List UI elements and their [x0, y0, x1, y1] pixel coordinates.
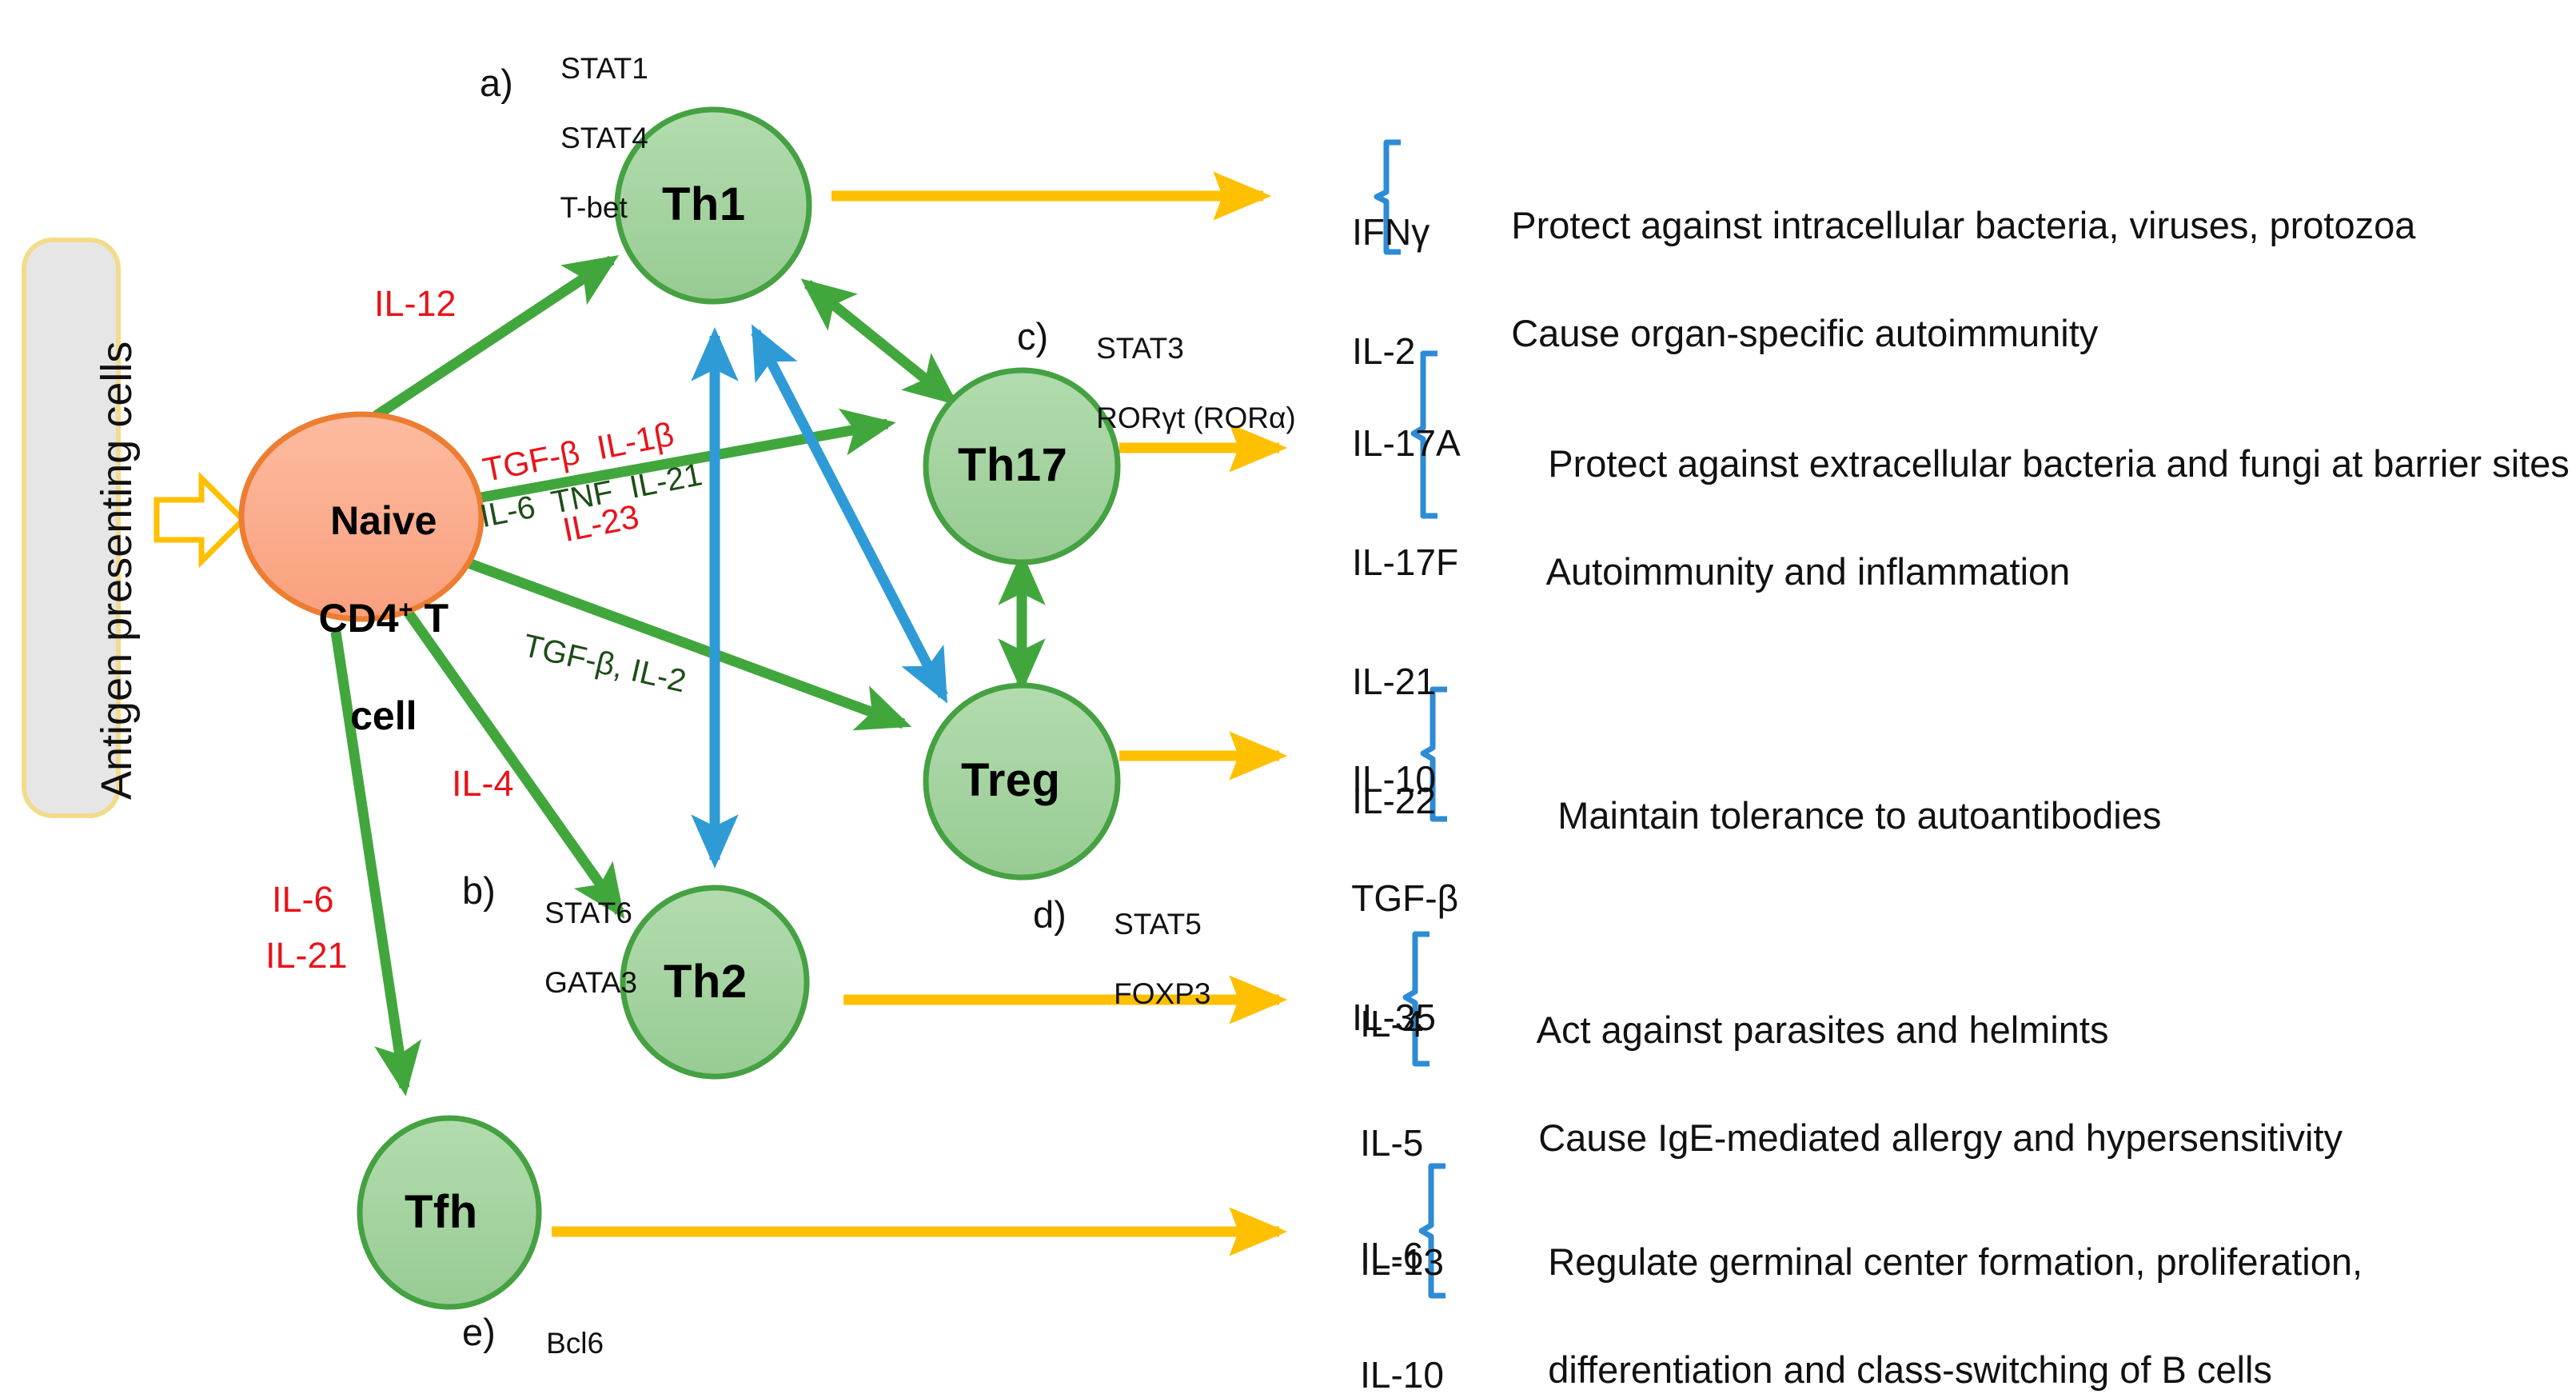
- cell-label-th17: Th17: [958, 439, 1068, 491]
- tf-tfh-1: Bcl6: [546, 1326, 604, 1360]
- cell-th1[interactable]: [614, 106, 812, 305]
- cytokine-label-tfh-il6: IL-6: [272, 879, 334, 920]
- naive-line-2: CD4+ T: [318, 595, 449, 641]
- cyto-treg-0: IL-10: [1352, 757, 1436, 800]
- desc-th2-0: Act against parasites and helmints: [1536, 1008, 2109, 1051]
- tf-th17-1: STAT3: [1096, 331, 1184, 365]
- desc-tfh-1: differentiation and class-switching of B…: [1548, 1348, 2272, 1392]
- cyto-th2-1: IL-5: [1360, 1121, 1424, 1164]
- tf-th1-1: STAT1: [560, 51, 648, 85]
- bracket-th2: [1402, 931, 1430, 1067]
- tf-marker-a: a): [480, 62, 513, 104]
- apc-to-naive-arrow: [154, 471, 247, 569]
- cell-tfh[interactable]: [357, 1115, 542, 1310]
- cell-treg[interactable]: [923, 682, 1121, 881]
- cyto-th2-0: IL-4: [1360, 1002, 1424, 1045]
- bracket-tfh: [1418, 1163, 1446, 1299]
- tf-marker-b: b): [462, 869, 496, 912]
- cyto-th2-2: IL-13: [1360, 1240, 1444, 1283]
- output-description-th2: Act against parasites and helmints Cause…: [1497, 949, 2343, 1219]
- tf-th2-2: GATA3: [544, 965, 637, 999]
- cytokine-label-il12: IL-12: [374, 283, 457, 324]
- tf-th1-2: STAT4: [560, 121, 648, 154]
- tf-treg-2: FOXP3: [1114, 977, 1211, 1010]
- cyto-th1-1: IL-2: [1352, 330, 1416, 372]
- cell-label-th1: Th1: [662, 178, 746, 230]
- cell-naive-cd4[interactable]: [238, 411, 484, 622]
- cytokine-label-il4: IL-4: [452, 763, 514, 804]
- tf-marker-c: c): [1017, 315, 1049, 357]
- tf-group-treg: STAT5 FOXP3: [1081, 872, 1210, 1046]
- apc-box: [22, 238, 121, 818]
- cyto-th17-1: IL-17F: [1352, 541, 1459, 583]
- cell-th2[interactable]: [620, 885, 810, 1080]
- output-cytokines-th17: IL-17A IL-17F IL-21 IL-22: [1311, 353, 1461, 890]
- bracket-treg: [1420, 686, 1447, 822]
- output-description-treg: Maintain tolerance to autoantibodies: [1516, 734, 2161, 897]
- tf-group-th17: STAT3 RORγt (RORα): [1063, 296, 1296, 470]
- output-cytokines-tfh: IL-6 IL-10 IL-21: [1319, 1166, 1447, 1398]
- output-cytokines-th1: IFNγ IL-2: [1311, 142, 1430, 441]
- bracket-th1: [1374, 139, 1401, 255]
- output-cytokines-treg: IL-10 TGF-β IL-35: [1311, 689, 1458, 1107]
- arrow-naive-to-th1: [373, 255, 620, 421]
- arrow-th1-th17: [800, 278, 959, 405]
- arrow-th1-treg: [751, 324, 948, 704]
- apc-label: Antigen presenting cells: [93, 341, 141, 800]
- cell-label-treg: Treg: [961, 754, 1061, 806]
- desc-tfh-0: Regulate germinal center formation, prol…: [1548, 1240, 2363, 1283]
- naive-line-1: Naive: [330, 498, 437, 543]
- tf-treg-1: STAT5: [1114, 907, 1202, 941]
- cyto-th17-3: IL-22: [1352, 779, 1436, 821]
- cyto-tfh-0: IL-6: [1360, 1234, 1424, 1276]
- cyto-th17-2: IL-21: [1352, 660, 1436, 702]
- cyto-th1-0: IFNγ: [1352, 210, 1430, 253]
- cell-label-tfh: Tfh: [405, 1186, 478, 1238]
- tf-group-th2: STAT6 GATA3: [512, 861, 637, 1035]
- cell-label-th2: Th2: [664, 956, 748, 1008]
- tf-th17-2: RORγt (RORα): [1096, 401, 1296, 434]
- tf-th1-3: T-bet: [560, 191, 628, 225]
- desc-th17-1: Autoimmunity and inflammation: [1545, 550, 2071, 593]
- cell-th17[interactable]: [923, 367, 1121, 565]
- bracket-th17: [1410, 350, 1438, 519]
- output-description-th17: Protect against extracellular bacteria a…: [1506, 382, 2570, 653]
- tf-group-tfh: Bcl6 c-maf: [513, 1291, 620, 1398]
- arrow-naive-to-th2: [403, 609, 625, 919]
- tf-marker-d: d): [1033, 893, 1067, 936]
- desc-th1-0: Protect against intracellular bacteria, …: [1511, 203, 2416, 246]
- naive-cell-label: Naive CD4+ T cell: [265, 448, 457, 789]
- arrow-naive-to-tfh: [330, 631, 421, 1096]
- cyto-th17-0: IL-17A: [1352, 421, 1461, 464]
- tf-group-th1: STAT1 STAT4 T-bet: [528, 16, 648, 261]
- output-cytokines-th2: IL-4 IL-5 IL-13: [1319, 934, 1444, 1352]
- tf-marker-e: e): [462, 1311, 496, 1353]
- desc-th1-1: Cause organ-specific autoimmunity: [1511, 312, 2099, 355]
- output-description-tfh: Regulate germinal center formation, prol…: [1506, 1180, 2363, 1398]
- output-description-th1: Protect against intracellular bacteria, …: [1469, 144, 2415, 414]
- tf-th2-1: STAT6: [544, 896, 632, 929]
- tf-tfh-2: c-maf: [546, 1396, 620, 1398]
- naive-line-3: cell: [350, 693, 417, 738]
- desc-th17-0: Protect against extracellular bacteria a…: [1548, 441, 2570, 485]
- desc-th2-1: Cause IgE-mediated allergy and hypersens…: [1538, 1116, 2343, 1160]
- cyto-treg-1: TGF-β: [1351, 877, 1459, 919]
- cyto-tfh-1: IL-10: [1360, 1353, 1444, 1396]
- desc-treg-0: Maintain tolerance to autoantibodies: [1557, 793, 2162, 837]
- cytokine-label-tfh-il21: IL-21: [265, 935, 348, 976]
- cyto-treg-2: IL-35: [1352, 996, 1436, 1038]
